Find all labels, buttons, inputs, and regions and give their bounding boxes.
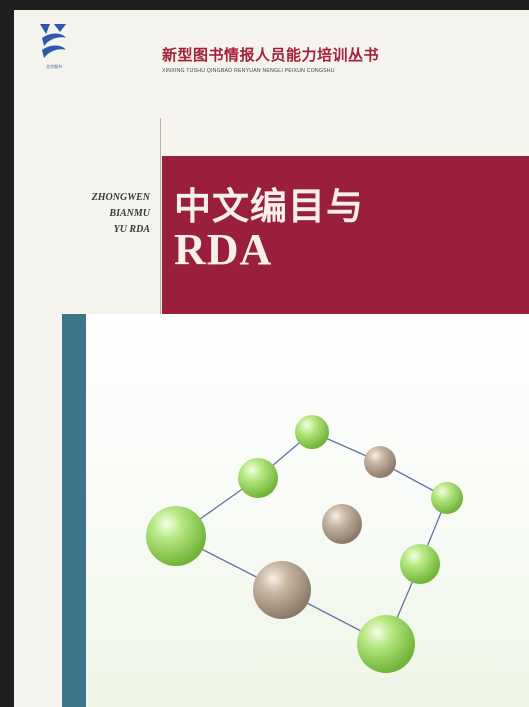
title-panel: 中文编目与 RDA xyxy=(162,156,529,314)
sphere-green-large xyxy=(146,506,206,566)
sphere-green-large xyxy=(357,615,415,673)
cover-illustration xyxy=(62,314,529,707)
pinyin-line-3: YU RDA xyxy=(113,224,150,235)
divider-line xyxy=(160,118,161,318)
sphere-green xyxy=(238,458,278,498)
sphere-gray-small xyxy=(364,446,396,478)
book-title-pinyin: ZHONGWEN BIANMU YU RDA xyxy=(34,190,150,238)
pinyin-line-2: BIANMU xyxy=(109,208,150,219)
spheres xyxy=(146,415,463,673)
series-title: 新型图书情报人员能力培训丛书 xyxy=(162,46,380,64)
sphere-green xyxy=(400,544,440,584)
link-lines xyxy=(175,431,448,645)
sphere-gray-floating xyxy=(322,504,362,544)
sphere-network-illustration xyxy=(146,415,463,673)
sphere-green-small xyxy=(431,482,463,514)
book-title-cn: 中文编目与 xyxy=(174,184,364,228)
publisher-logo-text: 北京图书 xyxy=(46,64,62,69)
publisher-logo-icon xyxy=(36,20,70,64)
sphere-green-small xyxy=(295,415,329,449)
sphere-gray-large xyxy=(253,561,311,619)
pinyin-line-1: ZHONGWEN xyxy=(91,192,150,203)
book-title-en: RDA xyxy=(174,225,273,274)
series-title-pinyin: XINXING TUSHU QINGBAO RENYUAN NENGLI PEI… xyxy=(162,68,335,74)
book-cover: 北京图书 新型图书情报人员能力培训丛书 XINXING TUSHU QINGBA… xyxy=(14,10,529,707)
teal-side-bar xyxy=(62,314,86,707)
